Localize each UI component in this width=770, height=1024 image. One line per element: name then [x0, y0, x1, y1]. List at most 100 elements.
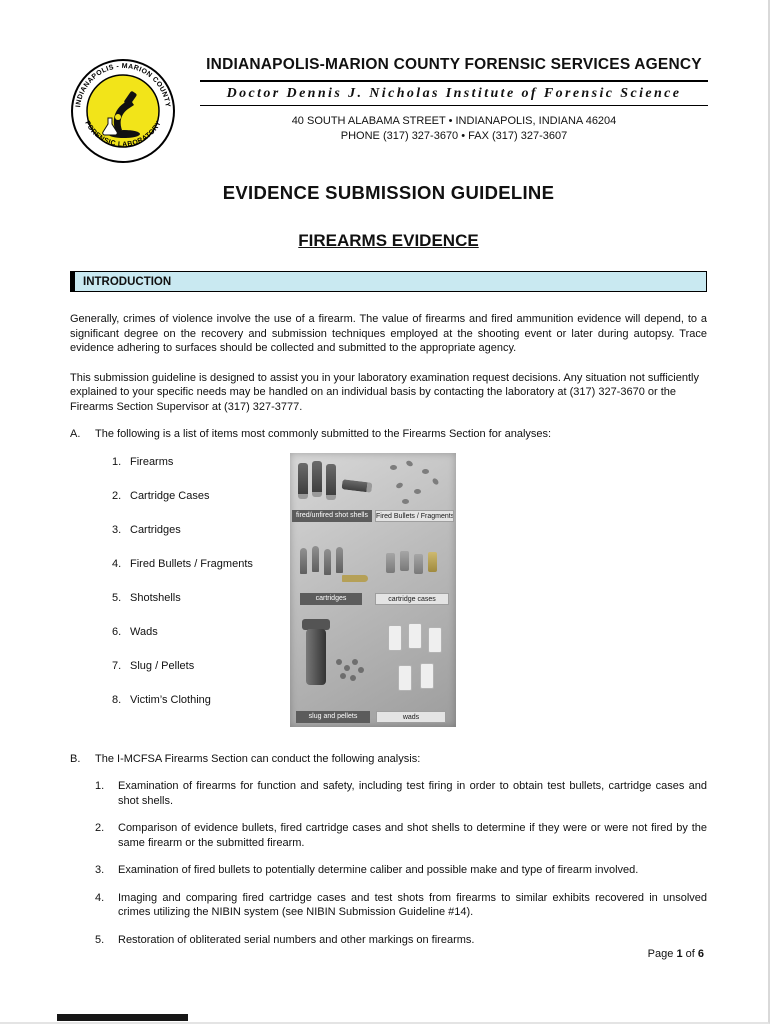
item-text: Examination of firearms for function and… [118, 780, 707, 807]
fragment-shape [402, 499, 409, 504]
slug-shape [302, 619, 330, 630]
page-word: Page [647, 948, 674, 960]
photo-label-wads: wads [376, 711, 446, 723]
introduction-section-header: INTRODUCTION [70, 271, 707, 292]
analysis-list: 1. Examination of firearms for function a… [95, 779, 707, 947]
item-number: 4. [112, 558, 122, 570]
section-a-body: 1. Firearms 2. Cartridge Cases 3. Cartridge… [70, 453, 707, 739]
case-shape [414, 554, 423, 574]
item-text: Cartridge Cases [130, 490, 210, 502]
photo-label-cartridges: cartridges [300, 593, 362, 605]
item-text: Fired Bullets / Fragments [130, 558, 253, 570]
item-number: 5. [112, 592, 122, 604]
slug-shape [306, 629, 326, 685]
analysis-item: 3. Examination of fired bullets to potent… [95, 863, 707, 878]
cartridge-shape [300, 548, 307, 574]
pellet-shape [358, 667, 364, 673]
wad-shape [428, 627, 442, 653]
fragment-shape [390, 465, 397, 470]
introduction-label: INTRODUCTION [83, 276, 172, 288]
submitted-items-list: 1. Firearms 2. Cartridge Cases 3. Cartridge… [112, 453, 707, 707]
page-total: 6 [697, 948, 704, 960]
photo-label-cartridge-cases: cartridge cases [375, 593, 449, 605]
header-rule-bottom [200, 105, 708, 106]
intro-paragraph-1: Generally, crimes of violence involve th… [70, 313, 707, 354]
cartridge-shape [324, 549, 331, 575]
list-item: 8. Victim’s Clothing [112, 694, 707, 707]
case-shape [428, 552, 437, 572]
item-text: Restoration of obliterated serial number… [118, 933, 475, 946]
item-number: 2. [112, 490, 122, 502]
agency-logo: INDIANAPOLIS - MARION COUNTY FORENSIC LA… [70, 58, 176, 164]
agency-logo-graphic: INDIANAPOLIS - MARION COUNTY FORENSIC LA… [71, 59, 175, 163]
cartridge-cases-graphic [290, 453, 456, 727]
letterhead: INDIANAPOLIS-MARION COUNTY FORENSIC SERV… [200, 56, 708, 144]
intro-paragraph-2: This submission guideline is designed to… [70, 371, 699, 413]
photo-label-fired-bullets: Fired Bullets / Fragments [375, 510, 454, 522]
item-number: 1. [95, 780, 105, 792]
fragment-shape [414, 489, 421, 494]
item-text: Shotshells [130, 592, 181, 604]
cartridge-shape [336, 547, 343, 573]
item-text: Comparison of evidence bullets, fired ca… [118, 822, 707, 849]
item-text: Firearms [130, 456, 174, 468]
document-title: EVIDENCE SUBMISSION GUIDELINE [222, 182, 555, 203]
page-number: Page 1 of 6 [648, 948, 704, 960]
cartridge-shape [342, 575, 368, 582]
slug-pellets-graphic [290, 453, 456, 727]
section-a-letter: A. [70, 428, 81, 440]
flask-icon [102, 117, 118, 136]
list-item: 4. Fired Bullets / Fragments [112, 558, 707, 571]
analysis-item: 2. Comparison of evidence bullets, fired … [95, 821, 707, 850]
agency-title: INDIANAPOLIS-MARION COUNTY FORENSIC SERV… [206, 56, 702, 73]
bullet-fragments-graphic [290, 453, 456, 727]
pellet-shape [344, 665, 350, 671]
item-text: Wads [130, 626, 158, 638]
cartridges-graphic [290, 453, 456, 727]
item-number: 3. [95, 864, 105, 876]
pellet-shape [336, 659, 342, 665]
item-text: Examination of fired bullets to potentia… [118, 864, 639, 876]
page-of-word: of [685, 948, 695, 960]
item-number: 7. [112, 660, 122, 672]
wad-shape [388, 625, 402, 651]
item-text: Victim’s Clothing [130, 694, 211, 706]
page-current: 1 [676, 948, 683, 960]
item-number: 8. [112, 694, 122, 706]
list-item: 3. Cartridges [112, 524, 707, 537]
section-b-letter: B. [70, 753, 81, 765]
shotshell-shape [298, 463, 308, 499]
document-subtitle: FIREARMS EVIDENCE [298, 231, 479, 250]
header-rule-top [200, 80, 708, 82]
section-b-intro: The I-MCFSA Firearms Section can conduct… [95, 753, 421, 765]
list-item: 7.Slug / Pellets [112, 660, 707, 673]
analysis-item: 4. Imaging and comparing fired cartridge … [95, 891, 707, 920]
item-text: Imaging and comparing fired cartridge ca… [118, 891, 707, 919]
section-a-intro: The following is a list of items most co… [95, 428, 552, 440]
item-number: 3. [112, 524, 122, 536]
item-number: 1. [112, 456, 122, 468]
case-shape [386, 553, 395, 573]
list-item: 6.Wads [112, 626, 707, 639]
document-body: EVIDENCE SUBMISSION GUIDELINE FIREARMS E… [70, 150, 707, 960]
item-number: 2. [95, 822, 105, 834]
scan-artifact [57, 1014, 188, 1021]
section-a-heading: A. The following is a list of items most… [70, 427, 707, 441]
wad-shape [420, 663, 434, 689]
list-item: 2. Cartridge Cases [112, 490, 707, 503]
pellet-shape [352, 659, 358, 665]
wad-shape [408, 623, 422, 649]
wads-graphic [290, 453, 456, 727]
ammunition-items-photo: fired/unfired shot shells Fired Bullets … [290, 453, 456, 727]
analysis-item: 5.Restoration of obliterated serial numb… [95, 933, 707, 948]
case-shape [400, 551, 409, 571]
fragment-shape [422, 469, 429, 474]
address-line: 40 SOUTH ALABAMA STREET • INDIANAPOLIS, … [291, 115, 617, 127]
list-item: 5. Shotshells [112, 592, 707, 605]
photo-label-slug-pellets: slug and pellets [296, 711, 370, 723]
item-number: 4. [95, 891, 105, 904]
analysis-item: 1. Examination of firearms for function a… [95, 779, 707, 808]
item-text: Cartridges [130, 524, 181, 536]
list-item: 1. Firearms [112, 456, 707, 469]
